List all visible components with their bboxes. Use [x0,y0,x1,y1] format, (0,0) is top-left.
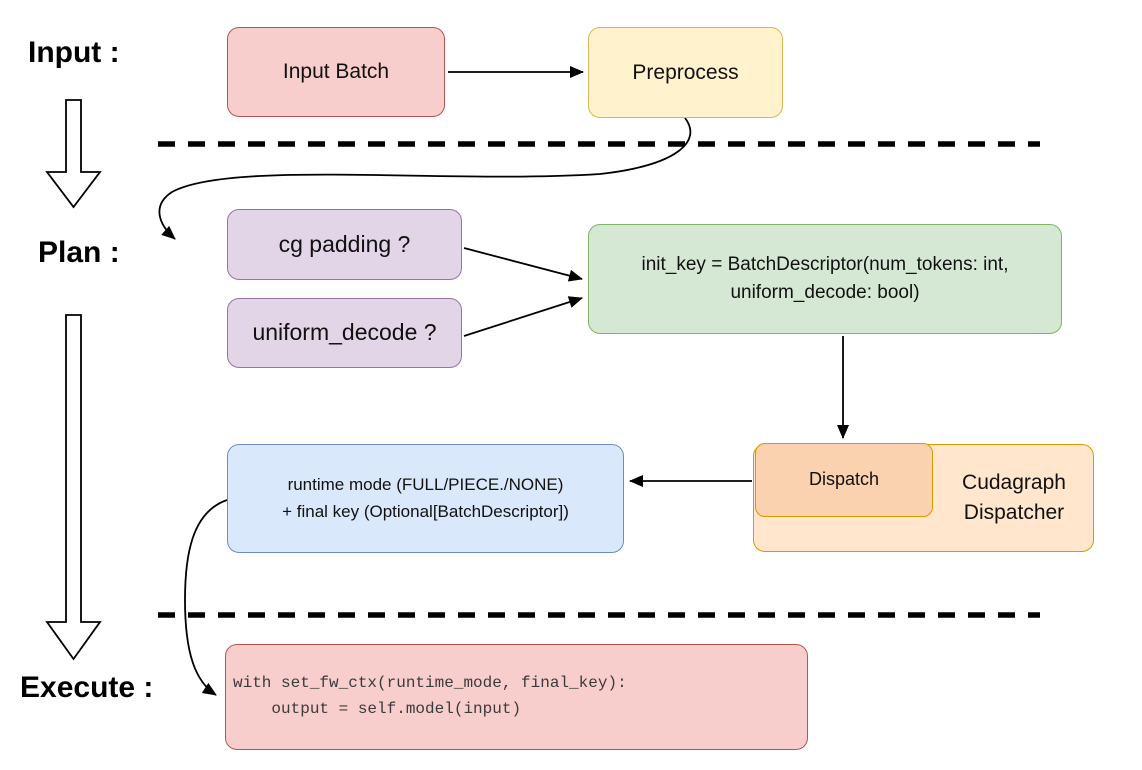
node-init-key: init_key = BatchDescriptor(num_tokens: i… [588,224,1062,334]
arrow-preprocess-to-cg-padding [158,117,692,240]
arrow-runtime-result-to-execute-code [184,499,228,696]
node-preprocess: Preprocess [588,27,783,118]
cudagraph-dispatcher-line1: Cudagraph [962,470,1066,494]
stage-label-execute: Execute : [20,671,154,704]
node-runtime-result-line1: runtime mode (FULL/PIECE./NONE) [287,475,564,495]
execute-code-line2: output = self.model(input) [233,700,522,718]
arrow-uniform-decode-to-init-key [463,296,583,337]
node-cudagraph-dispatcher-label: Cudagraph Dispatcher [935,460,1093,536]
node-execute-code: with set_fw_ctx(runtime_mode, final_key)… [225,644,808,750]
node-cg-padding-label: cg padding ? [278,230,411,257]
node-dispatch: Dispatch [755,443,933,517]
arrow-cg-padding-to-init-key [463,247,583,282]
execute-code-line1: with set_fw_ctx(runtime_mode, final_key)… [233,674,627,693]
node-init-key-line2: uniform_decode: bool) [730,282,920,303]
stage-arrow-input-to-plan [45,99,102,209]
stage-label-input: Input : [28,36,120,69]
node-dispatch-label: Dispatch [808,469,880,490]
node-runtime-result-line2: + final key (Optional[BatchDescriptor]) [282,501,569,521]
node-init-key-line1: init_key = BatchDescriptor(num_tokens: i… [641,254,1009,276]
node-preprocess-label: Preprocess [632,60,739,84]
node-uniform-decode: uniform_decode ? [227,298,462,368]
node-input-batch: Input Batch [227,27,445,117]
cudagraph-dispatcher-line2: Dispatcher [963,501,1065,524]
stage-arrow-plan-to-execute [45,314,102,661]
node-uniform-decode-label: uniform_decode ? [252,319,437,346]
stage-label-plan: Plan : [38,236,120,269]
node-cg-padding: cg padding ? [227,209,462,280]
node-runtime-result: runtime mode (FULL/PIECE./NONE) + final … [227,444,624,553]
node-input-batch-label: Input Batch [282,60,390,84]
